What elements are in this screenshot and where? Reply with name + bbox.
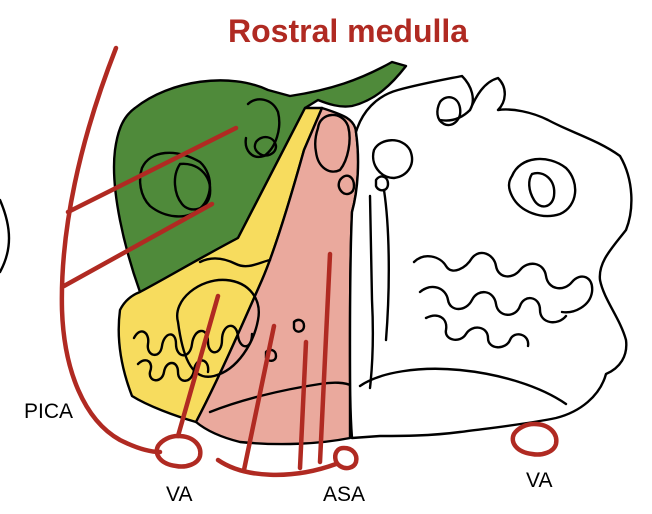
va-right-vessel (510, 421, 559, 457)
label-va-left: VA (166, 483, 192, 506)
asa-small-loop (333, 445, 359, 471)
pica-branch-1 (65, 125, 239, 215)
asa-branch-2 (241, 323, 277, 473)
right-top-oval (371, 139, 414, 180)
left-edge-structure (0, 198, 11, 274)
medial-tiny-circle-1 (292, 318, 306, 333)
medial-lower-curve (208, 381, 354, 414)
pica-branch-2 (61, 201, 215, 289)
diagram-title: Rostral medulla (228, 13, 468, 49)
yellow-olive-squiggle-3 (198, 257, 272, 268)
medial-small-oval (337, 174, 356, 196)
asa-vessel (215, 457, 339, 478)
green-loop (244, 98, 281, 159)
right-lower-curve (358, 367, 568, 406)
right-nucleus (507, 157, 577, 218)
asa-branch-4 (317, 251, 333, 465)
right-nucleus-inner (528, 171, 556, 208)
right-olive-squiggle-2 (418, 285, 568, 324)
asa-branch-3 (297, 339, 309, 471)
asa-branch-1 (175, 293, 221, 439)
right-inner-loop (436, 96, 462, 127)
va-left-vessel (154, 433, 203, 469)
green-small-circle (253, 135, 278, 157)
yellow-olive-squiggle-2 (136, 359, 210, 382)
pica-vessel (59, 45, 163, 455)
right-column-2 (382, 188, 390, 342)
medial-column (313, 113, 351, 173)
label-pica: PICA (24, 400, 73, 423)
label-asa: ASA (323, 483, 365, 506)
green-inner-nucleus-small (173, 162, 212, 211)
right-top-notch (438, 108, 472, 122)
lateral-territory-green (112, 60, 408, 294)
right-olive-squiggle-3 (424, 314, 530, 349)
right-small-circle (374, 175, 390, 192)
right-olive-squiggle (412, 251, 594, 314)
yellow-olive-squiggle (132, 324, 254, 357)
label-va-right: VA (526, 469, 552, 492)
